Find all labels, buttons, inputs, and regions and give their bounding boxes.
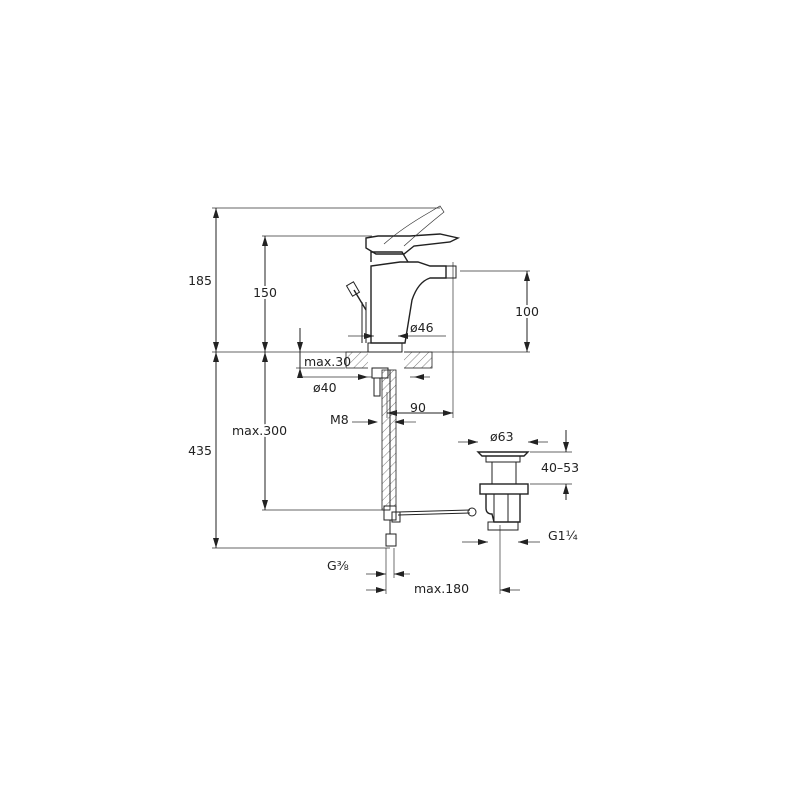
spout-nozzle	[445, 265, 457, 279]
dimension-d63: ø63	[458, 429, 548, 445]
label-90: 90	[410, 400, 426, 415]
label-d40: ø40	[313, 380, 337, 395]
dimension-max180: max.180	[366, 525, 520, 596]
flex-hose-2	[389, 369, 397, 507]
label-d63: ø63	[490, 429, 514, 444]
label-435: 435	[188, 443, 212, 458]
label-m8: M8	[330, 412, 349, 427]
dimension-d46: ø46	[348, 320, 446, 339]
dimension-g1-1-4: G1¼	[462, 528, 578, 545]
faucet	[345, 205, 461, 370]
label-d46: ø46	[410, 320, 434, 335]
label-185: 185	[188, 273, 212, 288]
dimension-max300: max.300	[230, 352, 390, 511]
dimension-d40: ø40	[302, 374, 430, 395]
dimension-max30: max.30	[296, 328, 351, 378]
flex-hose-1	[381, 369, 391, 511]
label-max30: max.30	[304, 354, 351, 369]
fixing-stud	[373, 377, 381, 397]
label-40-53: 40–53	[541, 460, 579, 475]
label-max300: max.300	[232, 423, 287, 438]
label-g1-1-4: G1¼	[548, 528, 578, 543]
waste-body	[485, 494, 521, 523]
waste-plug	[476, 451, 530, 457]
popup-knob	[345, 281, 361, 297]
faucet-body	[370, 261, 447, 344]
dimension-100: 100	[460, 270, 541, 352]
dimension-40-53: 40–53	[530, 430, 579, 500]
dimension-435: 435	[188, 352, 390, 549]
dimension-m8: M8	[330, 412, 416, 427]
label-150: 150	[253, 285, 277, 300]
label-100: 100	[515, 304, 539, 319]
dimension-185: 185	[188, 207, 440, 352]
waste-tail	[487, 521, 519, 531]
lever-handle	[365, 233, 461, 255]
waste-flange	[479, 483, 529, 495]
lever-raised-outline	[383, 205, 445, 247]
popup-waste	[476, 451, 530, 531]
under-counter-fittings	[371, 367, 477, 547]
cartridge-cap	[370, 251, 409, 263]
dimension-g3-8: G⅜	[327, 548, 410, 578]
hose-nut	[385, 533, 397, 547]
popup-rod	[353, 289, 367, 311]
dimension-150: 150	[251, 235, 372, 352]
label-max180: max.180	[414, 581, 469, 596]
label-g3-8: G⅜	[327, 558, 349, 573]
